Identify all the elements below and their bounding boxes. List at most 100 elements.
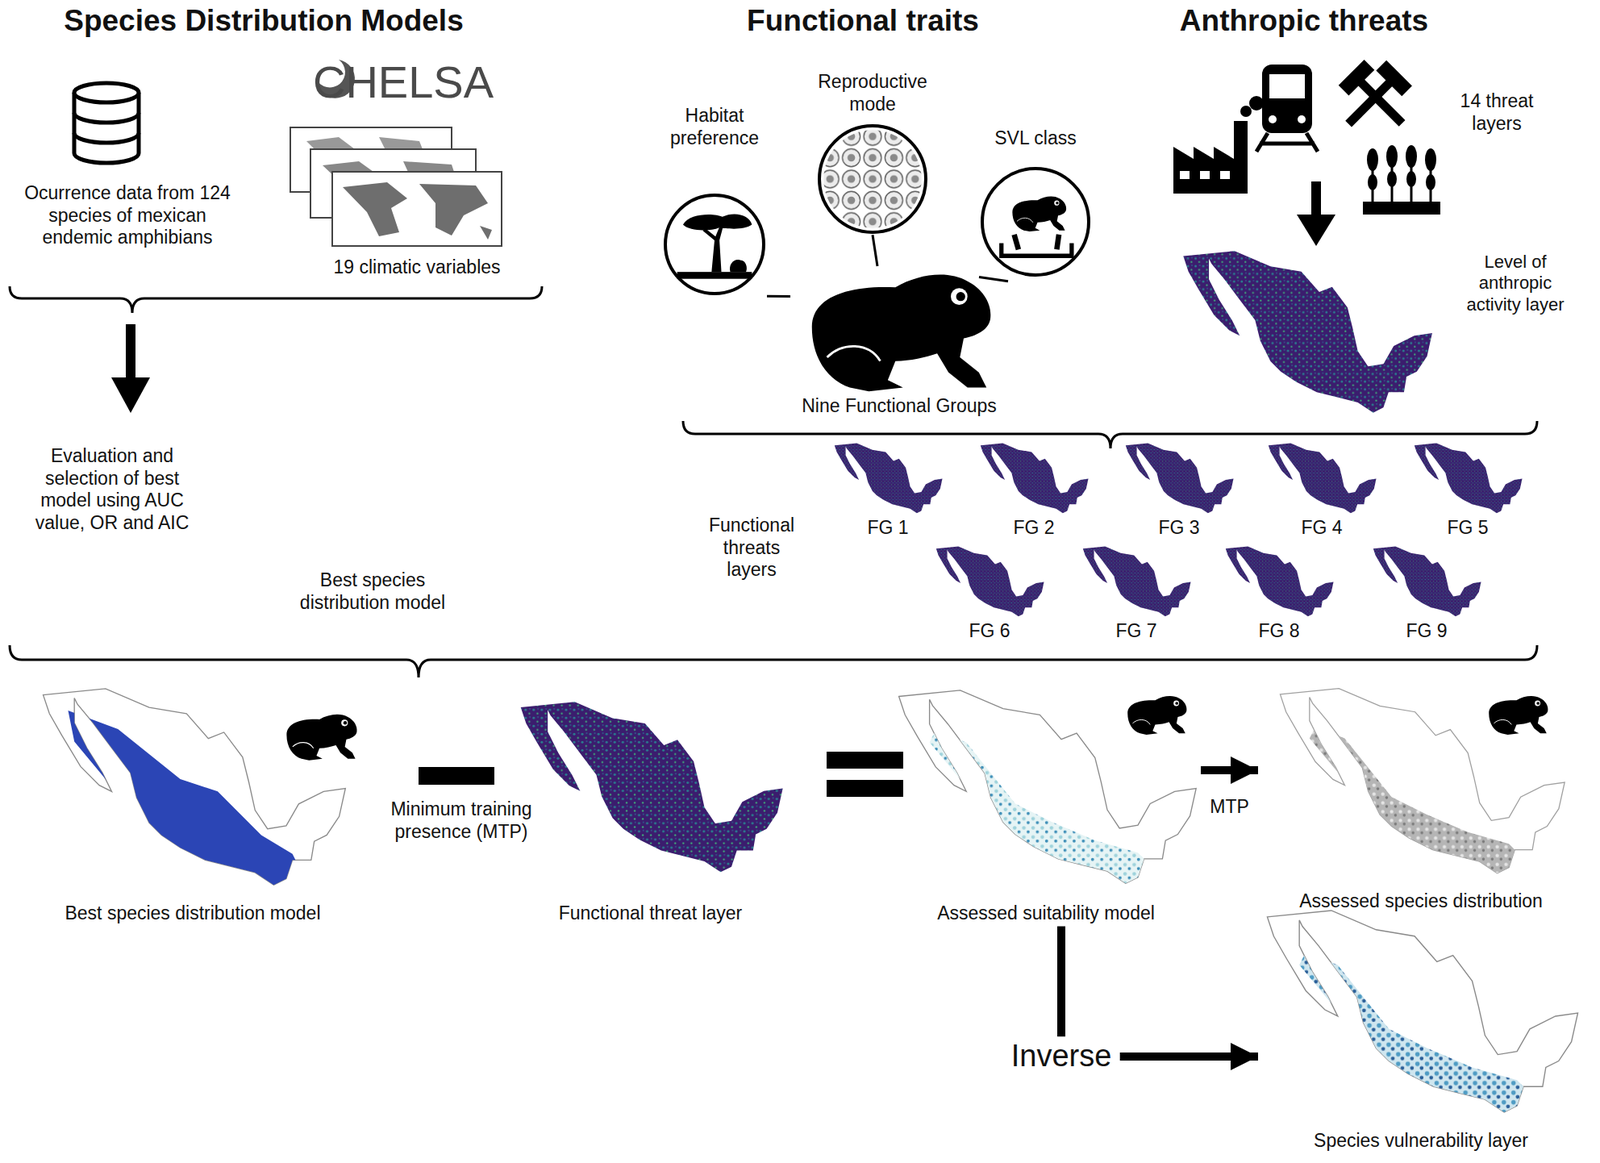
node-caption: FG 8: [1222, 620, 1336, 643]
map-shape: [977, 441, 1091, 516]
text-wrap: Reproductive mode: [812, 70, 934, 116]
data-caption: Ocurrence data from 124 species of mexic…: [14, 182, 241, 250]
map-shape: [1222, 545, 1336, 619]
wheat-icon: [1362, 201, 1441, 215]
map-shape: [1411, 441, 1525, 516]
wheat-icon: [1405, 145, 1417, 168]
node-caption: FG 3: [1122, 516, 1236, 540]
threat-map: Functional threat layer: [515, 685, 786, 925]
logo-text: CHELSA: [306, 54, 500, 109]
text-wrap: Best species distribution model: [15, 902, 371, 925]
database-icon: [74, 83, 139, 103]
climate-layer-stack: [290, 127, 502, 246]
fg-map: FG 2: [977, 441, 1091, 540]
factory-icon: [1249, 95, 1264, 111]
text-wrap: FG 1: [831, 516, 945, 540]
text-wrap: Nine Functional Groups: [790, 395, 1009, 418]
map-shape: [1265, 441, 1379, 516]
train-icon: [1269, 74, 1305, 99]
vulnerability-map: Species vulnerability layer: [1259, 907, 1583, 1153]
train-icon: [1268, 115, 1277, 124]
group-caption: Functional threats layers: [699, 514, 805, 582]
circle-outline: [819, 125, 926, 233]
frog-silhouette: [812, 274, 992, 392]
frog-icon: [286, 714, 357, 761]
text-wrap: Assessed suitability model: [892, 902, 1200, 925]
factory-icon: [1220, 170, 1230, 180]
map-shape: [892, 685, 1200, 892]
text-wrap: Habitat preference: [662, 104, 767, 150]
distribution-map: Assessed species distribution: [1259, 685, 1583, 913]
mexico-map: [1083, 545, 1192, 617]
node-caption: Functional threat layer: [515, 902, 786, 925]
mexico-map: [1373, 545, 1482, 617]
wheat-icon: [1425, 148, 1437, 171]
train-icon: [1262, 64, 1313, 134]
equals-sign: [826, 751, 904, 769]
mexico-map: [1183, 250, 1433, 413]
mexico-map: [1268, 442, 1377, 513]
fg-map: FG 7: [1079, 545, 1193, 643]
map-shape: [933, 545, 1046, 619]
wheat-icon: [1406, 170, 1417, 188]
wheat-icon: [1366, 148, 1379, 171]
equals-sign: [826, 751, 904, 797]
text-wrap: Functional threat layer: [515, 902, 786, 925]
equals-sign: [826, 779, 904, 797]
hammers-icon: [1335, 59, 1415, 137]
map-shape: [1173, 248, 1440, 418]
frog-icon: [1488, 695, 1548, 735]
fg-map: FG 1: [831, 441, 945, 540]
node-caption: Reproductive mode: [812, 70, 934, 116]
mexico-map: [1125, 442, 1234, 513]
text-wrap: FG 5: [1411, 516, 1525, 540]
wheat-icon: [1386, 145, 1398, 168]
map-shape: [1079, 545, 1193, 619]
trait-icon: [677, 214, 753, 280]
node-caption: Species vulnerability layer: [1259, 1129, 1583, 1153]
climate-layer-stack: [342, 182, 492, 240]
curly-bracket: [9, 286, 542, 313]
frog-silhouette: Nine Functional Groups: [790, 266, 1009, 418]
node-caption: SVL class: [979, 127, 1092, 150]
edge-label: Inverse: [1003, 1036, 1121, 1077]
map-shape: [1259, 907, 1583, 1119]
fg-map: FG 9: [1370, 545, 1484, 643]
wheat-icon: [1387, 170, 1397, 188]
step-caption: Evaluation and selection of best model u…: [25, 445, 200, 534]
wheat-icon: [1362, 145, 1441, 215]
minus-sign: [418, 766, 495, 785]
trait-link: [766, 295, 791, 298]
train-icon: [1256, 64, 1318, 152]
node-caption: FG 1: [831, 516, 945, 540]
section-heading: Functional traits: [693, 3, 1033, 39]
mexico-map: [899, 690, 1197, 890]
factory-icon: [1173, 120, 1248, 194]
factory-icon: [1240, 105, 1252, 117]
node-caption: Level of anthropic activity layer: [1458, 251, 1572, 316]
trait-link: [872, 234, 878, 267]
fg-map: FG 4: [1265, 441, 1379, 540]
edge-label: MTP: [1209, 795, 1250, 819]
text-wrap: FG 2: [977, 516, 1091, 540]
trait-circle: Reproductive mode: [812, 70, 934, 235]
mexico-map: [936, 545, 1045, 617]
operator-caption: Minimum training presence (MTP): [380, 798, 542, 843]
map-shape: [15, 685, 371, 892]
train-icon: [1256, 133, 1318, 152]
fg-map: FG 6: [933, 545, 1046, 643]
map-shape: [831, 441, 945, 516]
trait-circle-shape: [816, 123, 929, 235]
text-wrap: FG 4: [1265, 516, 1379, 540]
text-wrap: FG 3: [1122, 516, 1236, 540]
climate-layer-stack: [332, 171, 502, 246]
suitability-map: Assessed suitability model: [892, 685, 1200, 925]
mexico-map: [1225, 545, 1334, 617]
map-shape: [515, 685, 786, 892]
section-heading: Species Distribution Models: [5, 3, 522, 39]
down-arrow: [1296, 214, 1336, 246]
hammers-icon: [1375, 60, 1413, 97]
curly-bracket: [9, 645, 1538, 678]
text-wrap: Level of anthropic activity layer: [1458, 248, 1572, 316]
node-caption: Assessed suitability model: [892, 902, 1200, 925]
